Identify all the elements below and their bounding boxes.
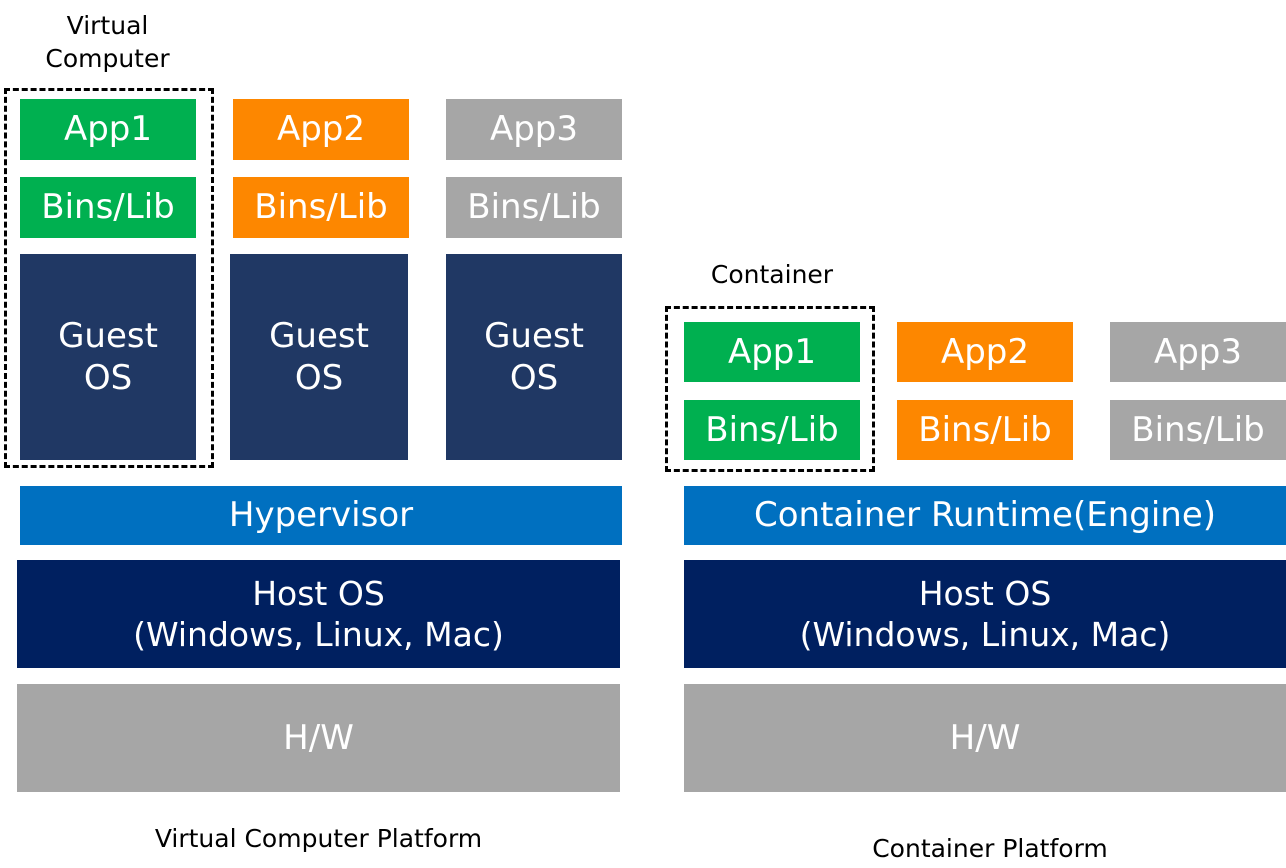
container-bins-lib2-box: Bins/Lib [897,400,1073,460]
vm-bins-lib1-box: Bins/Lib [20,177,196,238]
container-bins-lib1-box: Bins/Lib [684,400,860,460]
vm-app3-box: App3 [446,99,622,160]
container-bins-lib3-box: Bins/Lib [1110,400,1286,460]
vm-hw-bar: H/W [17,684,620,792]
container-dashed-outline [665,306,875,472]
container-app2-box: App2 [897,322,1073,382]
vm-bins-lib2-box: Bins/Lib [233,177,409,238]
container-hw-bar: H/W [684,684,1286,792]
container-platform-caption: Container Platform [872,834,1108,863]
container-runtime-bar: Container Runtime(Engine) [684,486,1286,545]
container-host-os-bar: Host OS (Windows, Linux, Mac) [684,560,1286,668]
guest-os3-box: Guest OS [446,254,622,460]
vm-app1-box: App1 [20,99,196,160]
vm-host-os-bar: Host OS (Windows, Linux, Mac) [17,560,620,668]
vm-bins-lib3-box: Bins/Lib [446,177,622,238]
container-label: Container [710,260,834,289]
virtual-computer-platform-caption: Virtual Computer Platform [154,824,483,853]
hypervisor-bar: Hypervisor [20,486,622,545]
virtual-computer-label: Virtual Computer [45,11,170,73]
guest-os2-box: Guest OS [230,254,408,460]
container-app1-box: App1 [684,322,860,382]
virtual-computer-dashed-outline [4,88,214,468]
guest-os1-box: Guest OS [20,254,196,460]
container-app3-box: App3 [1110,322,1286,382]
vm-app2-box: App2 [233,99,409,160]
